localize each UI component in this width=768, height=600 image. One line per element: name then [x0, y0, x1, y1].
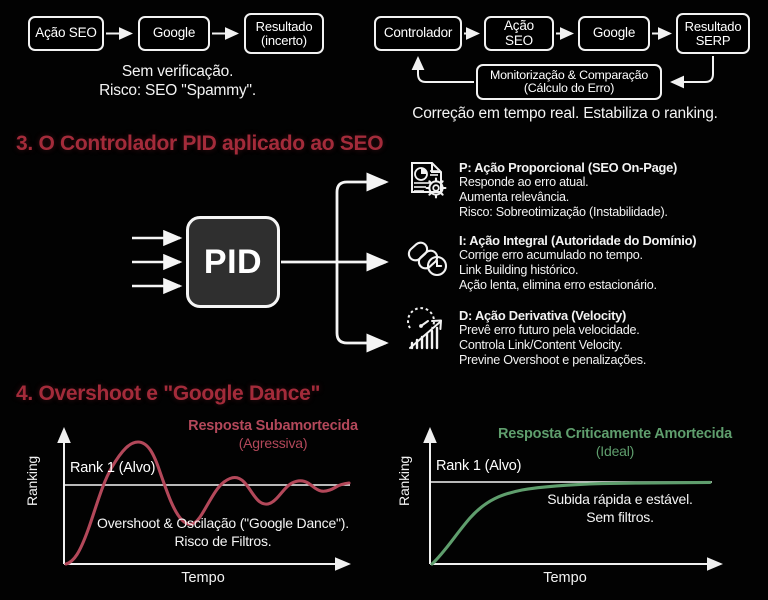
chart-xlabel: Tempo [543, 570, 587, 586]
flow-box-controlador[interactable]: Controlador [374, 16, 462, 51]
section-3-heading: 3. O Controlador PID aplicado ao SEO [16, 132, 384, 155]
pid-item-integral[interactable]: I: Ação Integral (Autoridade do Domínio)… [406, 233, 697, 292]
pid-item-title: D: Ação Derivativa (Velocity) [459, 308, 627, 323]
pid-item-title: I: Ação Integral (Autoridade do Domínio) [459, 233, 697, 248]
section-4-heading: 4. Overshoot e "Google Dance" [16, 382, 321, 405]
pid-block-label: PID [203, 242, 263, 281]
pid-item-text: P: Ação Proporcional (SEO On-Page) Respo… [459, 160, 677, 219]
flow-box-label: Ação SEO [35, 25, 97, 41]
flow-box-google-2[interactable]: Google [578, 16, 650, 51]
chart-subtitle: (Ideal) [595, 443, 635, 460]
chart-underdamped: Ranking Rank 1 (Alvo) Resposta Subamorte… [18, 412, 378, 592]
top-right-caption: Correção em tempo real. Estabiliza o ran… [412, 105, 718, 122]
chart-critically-damped: Ranking Rank 1 (Alvo) Resposta Criticame… [390, 412, 760, 592]
pid-item-line: Previne Overshoot e penalizações. [459, 352, 647, 367]
top-left-caption: Sem verificação. Risco: SEO "Spammy". [99, 63, 256, 100]
pid-item-line: Controla Link/Content Velocity. [459, 337, 623, 352]
chart-critically-damped-plot [423, 427, 723, 571]
pid-item-line: Corrige erro acumulado no tempo. [459, 248, 643, 263]
pid-item-text: D: Ação Derivativa (Velocity) Prevê erro… [459, 308, 646, 367]
flow-box-acao-seo[interactable]: Ação SEO [28, 16, 104, 51]
flow-box-label: Resultado SERP [684, 18, 742, 48]
flow-box-label: Monitorização & Comparação (Cálculo do E… [489, 67, 649, 95]
pid-flow-arrows [132, 172, 389, 353]
flow-box-label: Controlador [383, 25, 453, 41]
chart-subtitle: (Agressiva) [238, 435, 308, 452]
top-right-arrows [411, 27, 714, 89]
pid-item-line: Responde ao erro atual. [459, 175, 589, 190]
chart-title: Resposta Subamortecida (Agressiva) [168, 418, 378, 452]
flow-box-label: Google [152, 25, 196, 41]
flow-box-google[interactable]: Google [138, 16, 210, 51]
pid-item-line: Link Building histórico. [459, 262, 579, 277]
chart-target-label: Rank 1 (Alvo) [436, 458, 522, 474]
chart-underdamped-plot [57, 427, 351, 571]
pid-item-text: I: Ação Integral (Autoridade do Domínio)… [459, 233, 697, 292]
document-chart-gear-icon [406, 160, 450, 206]
pid-item-derivative[interactable]: D: Ação Derivativa (Velocity) Prevê erro… [406, 307, 646, 367]
chart-title-main: Resposta Criticamente Amortecida [498, 426, 732, 442]
pid-item-title: P: Ação Proporcional (SEO On-Page) [459, 160, 678, 175]
flow-box-monitorizacao[interactable]: Monitorização & Comparação (Cálculo do E… [476, 64, 662, 100]
pid-item-line: Aumenta relevância. [459, 189, 570, 204]
speedometer-growth-icon [406, 307, 450, 354]
pid-item-proportional[interactable]: P: Ação Proporcional (SEO On-Page) Respo… [406, 160, 677, 219]
flow-box-label: Ação SEO [504, 17, 534, 48]
flow-box-acao-seo-2[interactable]: Ação SEO [484, 16, 554, 51]
top-left-arrows [106, 27, 239, 40]
chain-link-clock-icon [406, 233, 450, 279]
flow-box-label: Resultado (incerto) [255, 18, 313, 48]
chart-note: Subida rápida e estável. Sem filtros. [547, 491, 693, 526]
chart-title-main: Resposta Subamortecida [188, 418, 358, 434]
pid-block[interactable]: PID [186, 216, 280, 308]
chart-title: Resposta Criticamente Amortecida (Ideal) [480, 426, 750, 460]
chart-target-label: Rank 1 (Alvo) [70, 460, 156, 476]
flow-box-resultado-serp[interactable]: Resultado SERP [676, 13, 750, 54]
pid-item-line: Ação lenta, elimina erro estacionário. [459, 277, 657, 292]
chart-xlabel: Tempo [181, 570, 225, 586]
pid-item-line: Risco: Sobreotimização (Instabilidade). [459, 204, 668, 219]
chart-note: Overshoot & Oscilação ("Google Dance"). … [97, 515, 349, 550]
flow-box-label: Google [592, 25, 636, 41]
pid-item-line: Prevê erro futuro pela velocidade. [459, 323, 640, 338]
flow-box-resultado-incerto[interactable]: Resultado (incerto) [244, 13, 324, 54]
